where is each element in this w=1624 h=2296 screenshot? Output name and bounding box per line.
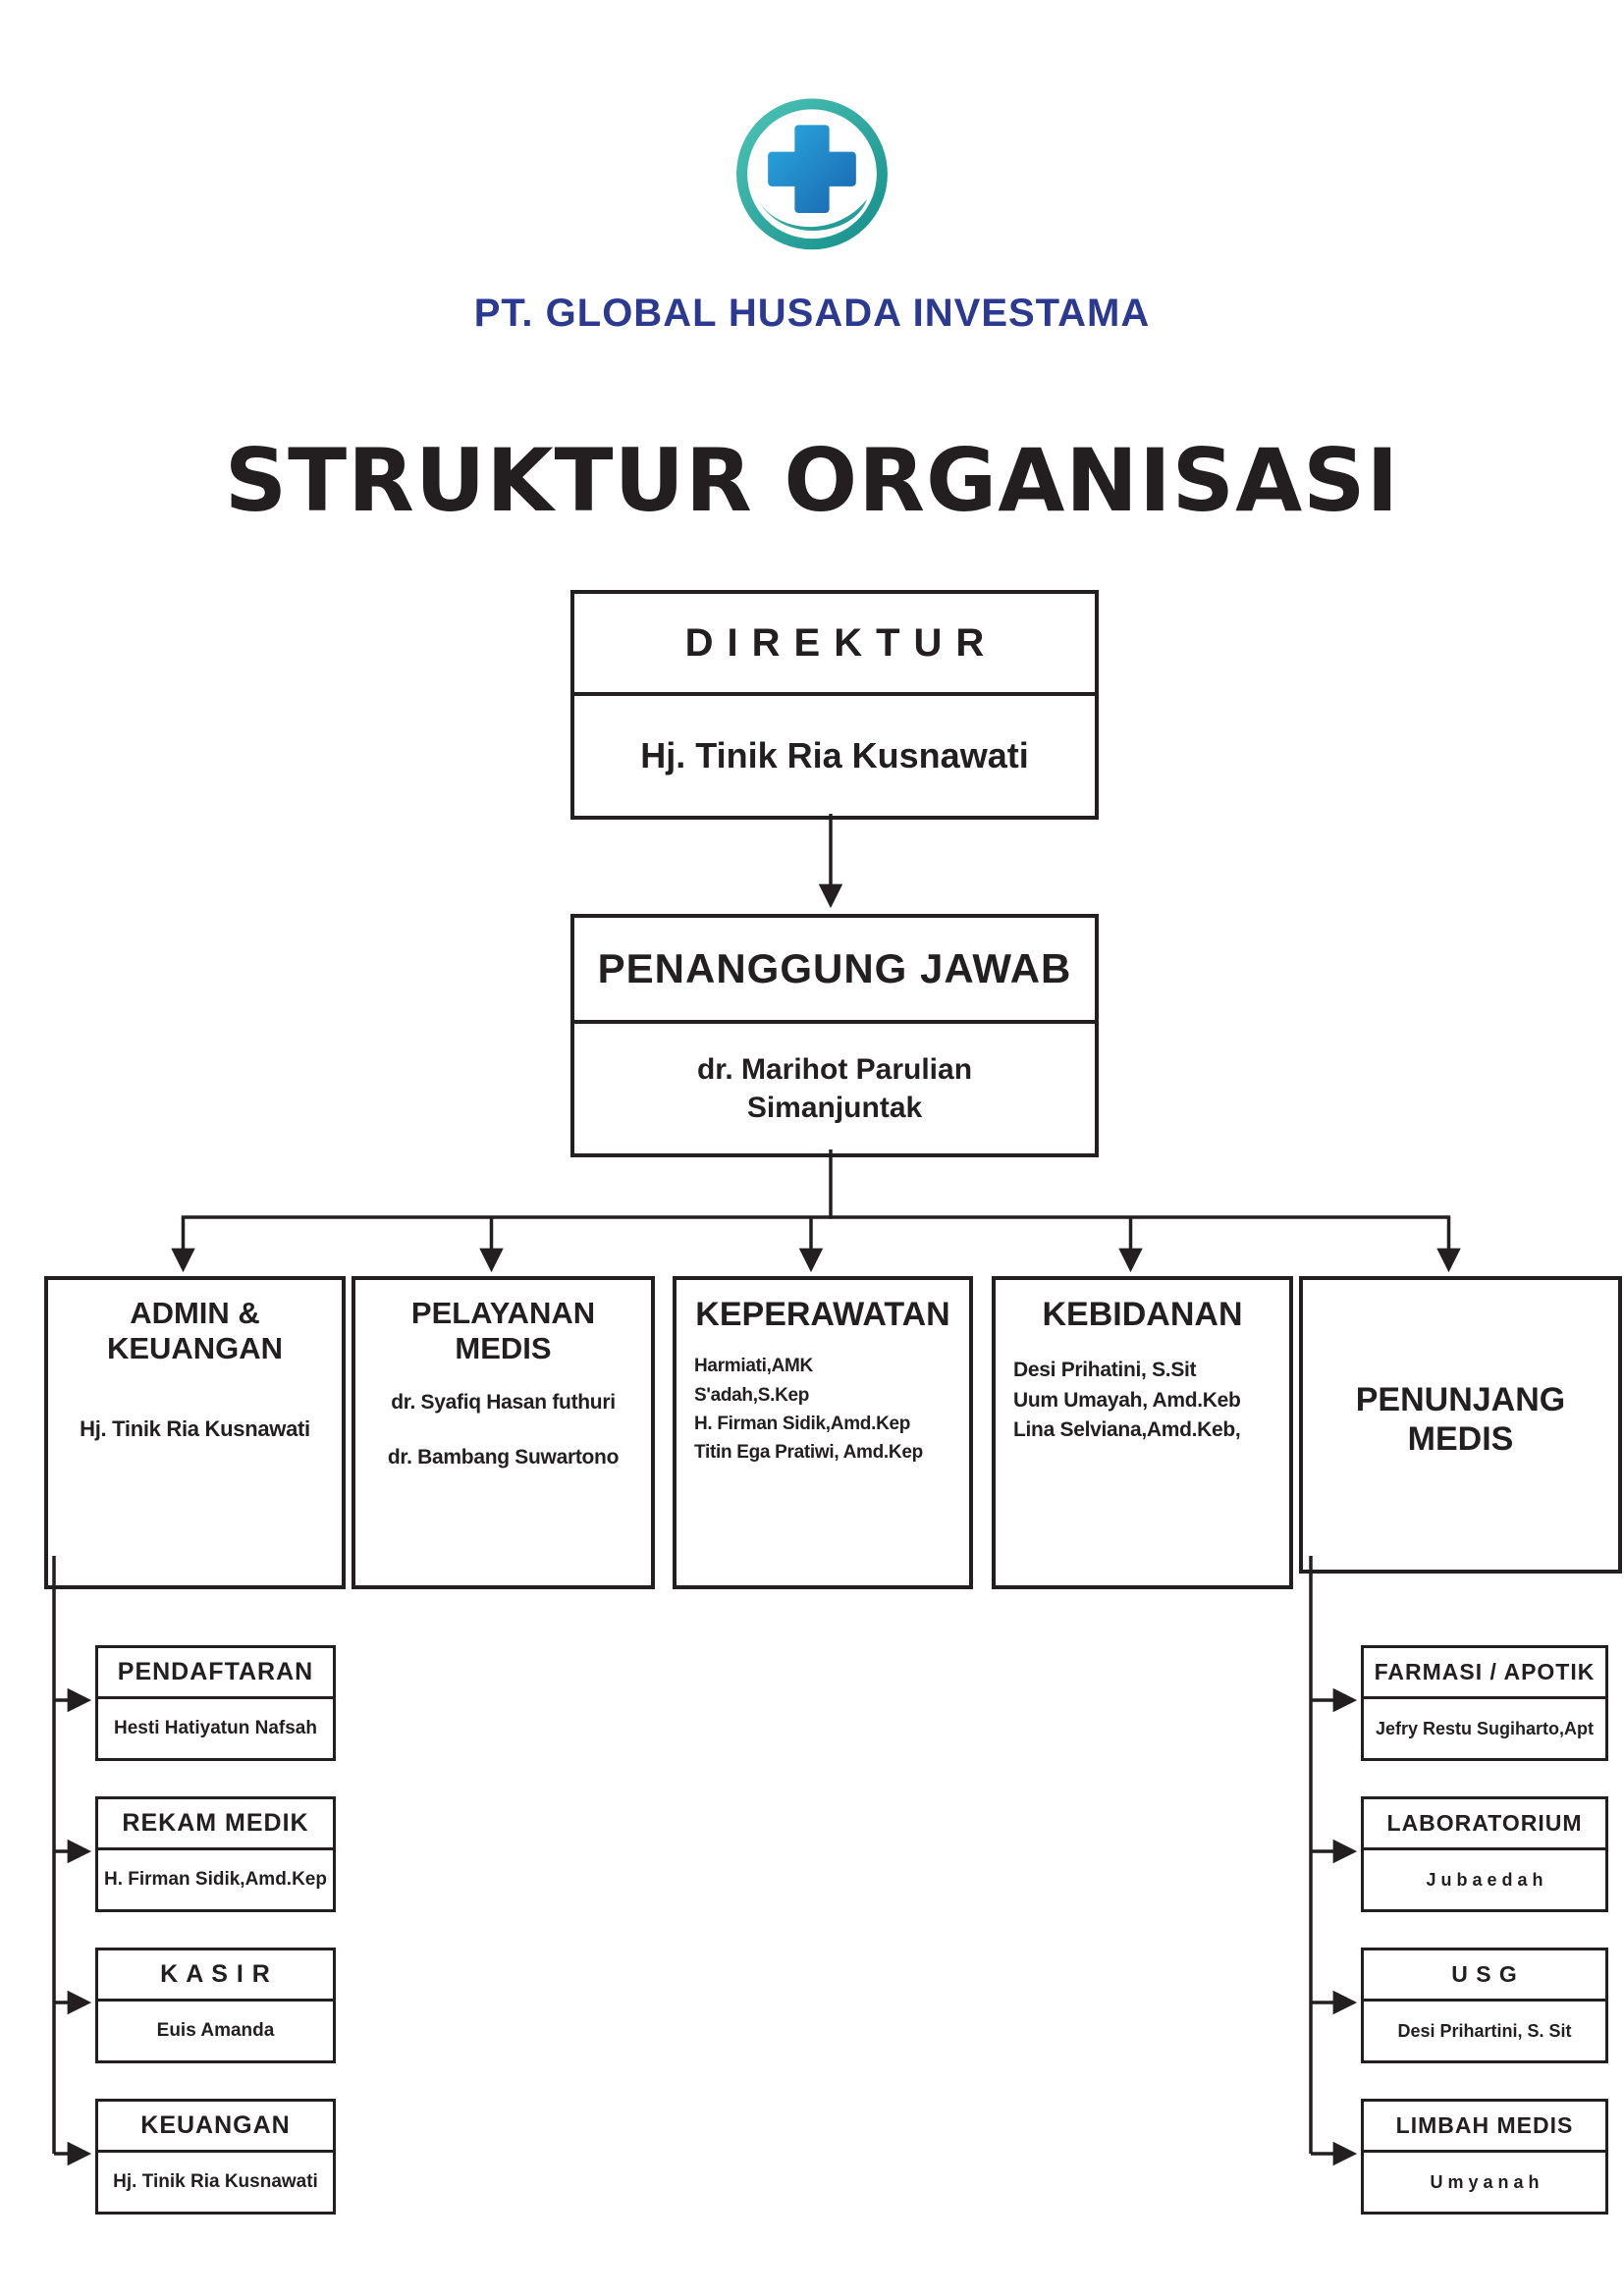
division-keperawatan: KEPERAWATAN Harmiati,AMK S'adah,S.Kep H.…	[673, 1276, 973, 1589]
member-name: H. Firman Sidik,Amd.Kep	[694, 1413, 911, 1434]
unit-pendaftaran-label: PENDAFTARAN	[98, 1648, 333, 1699]
unit-usg-name: Desi Prihartini, S. Sit	[1397, 2020, 1572, 2041]
unit-limbah-medis-label: LIMBAH MEDIS	[1364, 2102, 1605, 2153]
penanggung-jawab-box: PENANGGUNG JAWAB dr. Marihot Parulian Si…	[570, 914, 1099, 1157]
direktur-name: Hj. Tinik Ria Kusnawati	[640, 735, 1029, 775]
division-pelayanan-medis-members: dr. Syafiq Hasan futhuri dr. Bambang Suw…	[387, 1391, 620, 1469]
member-name: Hj. Tinik Ria Kusnawati	[80, 1416, 310, 1442]
company-name: PT. GLOBAL HUSADA INVESTAMA	[473, 292, 1151, 335]
member-name: dr. Syafiq Hasan futhuri	[391, 1391, 616, 1415]
unit-farmasi-apotik-label: FARMASI / APOTIK	[1364, 1648, 1605, 1699]
penanggung-jawab-name: dr. Marihot Parulian Simanjuntak	[574, 1024, 1095, 1153]
penanggung-jawab-name-line1: dr. Marihot Parulian	[696, 1053, 973, 1086]
direktur-label: DIREKTUR	[574, 594, 1095, 696]
division-keperawatan-label: KEPERAWATAN	[695, 1296, 950, 1333]
unit-laboratorium: LABORATORIUM J u b a e d a h	[1361, 1796, 1608, 1912]
penanggung-jawab-name-line2: Simanjuntak	[746, 1092, 923, 1124]
member-name: dr. Bambang Suwartono	[387, 1446, 620, 1469]
division-admin-keuangan: ADMIN & KEUANGAN Hj. Tinik Ria Kusnawati	[44, 1276, 346, 1589]
unit-kasir-name: Euis Amanda	[156, 2020, 275, 2041]
division-kebidanan: KEBIDANAN Desi Prihatini, S.Sit Uum Umay…	[992, 1276, 1293, 1589]
member-name: Desi Prihatini, S.Sit	[1013, 1359, 1197, 1382]
unit-limbah-medis-name: U m y a n a h	[1430, 2171, 1540, 2192]
unit-limbah-medis: LIMBAH MEDIS U m y a n a h	[1361, 2099, 1608, 2215]
unit-kasir-label: K A S I R	[98, 1950, 333, 2002]
unit-farmasi-apotik: FARMASI / APOTIK Jefry Restu Sugiharto,A…	[1361, 1645, 1608, 1761]
member-name: S'adah,S.Kep	[694, 1384, 810, 1406]
member-name: Harmiati,AMK	[694, 1356, 813, 1377]
division-kebidanan-members: Desi Prihatini, S.Sit Uum Umayah, Amd.Ke…	[1003, 1356, 1281, 1445]
division-penunjang-medis: PENUNJANG MEDIS	[1299, 1276, 1622, 1574]
unit-pendaftaran: PENDAFTARAN Hesti Hatiyatun Nafsah	[95, 1645, 336, 1761]
unit-rekam-medik-name: H. Firman Sidik,Amd.Kep	[104, 1869, 327, 1890]
unit-laboratorium-label: LABORATORIUM	[1364, 1799, 1605, 1850]
unit-usg: U S G Desi Prihartini, S. Sit	[1361, 1948, 1608, 2063]
unit-kasir: K A S I R Euis Amanda	[95, 1948, 336, 2063]
member-name: Uum Umayah, Amd.Keb	[1013, 1388, 1241, 1412]
page-title: STRUKTUR ORGANISASI	[224, 430, 1400, 531]
unit-rekam-medik: REKAM MEDIK H. Firman Sidik,Amd.Kep	[95, 1796, 336, 1912]
member-name: Lina Selviana,Amd.Keb,	[1013, 1417, 1241, 1441]
unit-keuangan-name: Hj. Tinik Ria Kusnawati	[113, 2171, 318, 2192]
division-admin-keuangan-label: ADMIN & KEUANGAN	[106, 1296, 284, 1365]
division-keperawatan-members: Harmiati,AMK S'adah,S.Kep H. Firman Sidi…	[684, 1352, 961, 1468]
unit-laboratorium-name: J u b a e d a h	[1426, 1869, 1543, 1890]
division-pelayanan-medis-label: PELAYANAN MEDIS	[410, 1296, 596, 1365]
unit-keuangan-label: KEUANGAN	[98, 2102, 333, 2153]
division-penunjang-medis-label: PENUNJANG MEDIS	[1355, 1381, 1566, 1458]
division-admin-keuangan-members: Hj. Tinik Ria Kusnawati	[80, 1416, 310, 1442]
unit-farmasi-apotik-name: Jefry Restu Sugiharto,Apt	[1375, 1718, 1595, 1738]
division-pelayanan-medis: PELAYANAN MEDIS dr. Syafiq Hasan futhuri…	[352, 1276, 655, 1589]
medical-cross-in-circle-icon	[736, 98, 888, 250]
unit-keuangan: KEUANGAN Hj. Tinik Ria Kusnawati	[95, 2099, 336, 2215]
unit-usg-label: U S G	[1364, 1950, 1605, 2002]
division-kebidanan-label: KEBIDANAN	[1042, 1296, 1243, 1333]
penanggung-jawab-label: PENANGGUNG JAWAB	[574, 918, 1095, 1024]
unit-rekam-medik-label: REKAM MEDIK	[98, 1799, 333, 1850]
clinic-logo	[729, 88, 895, 263]
unit-pendaftaran-name: Hesti Hatiyatun Nafsah	[114, 1718, 317, 1738]
direktur-box: DIREKTUR Hj. Tinik Ria Kusnawati	[570, 590, 1099, 820]
member-name: Titin Ega Pratiwi, Amd.Kep	[694, 1442, 923, 1464]
